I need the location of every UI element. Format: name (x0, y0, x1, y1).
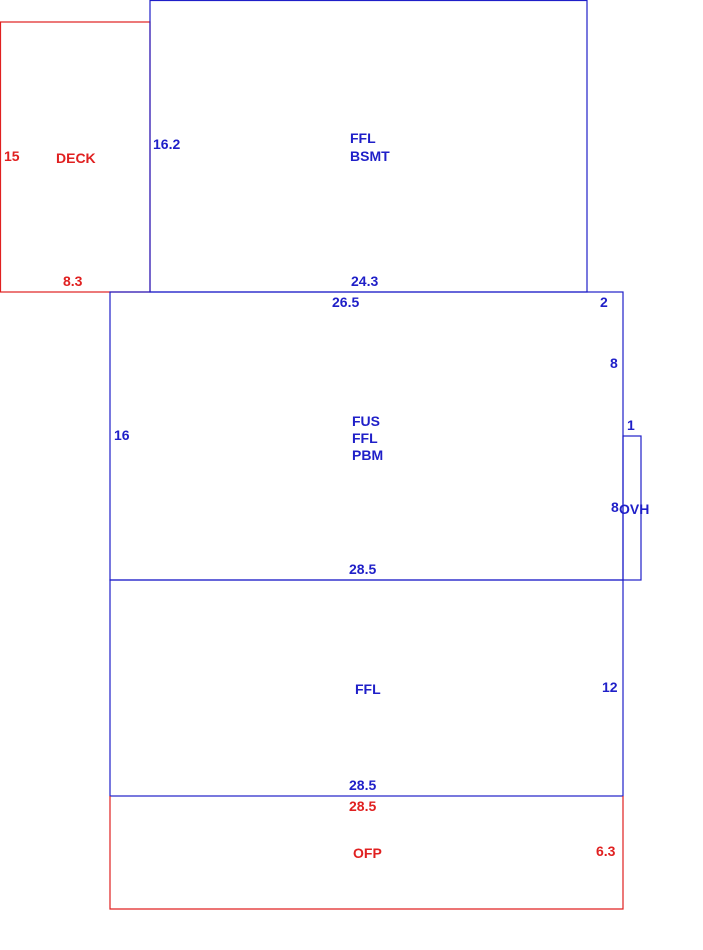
deck-bottom-dimension: 8.3 (63, 273, 83, 289)
main-left-dimension: 16 (114, 427, 130, 443)
overhang-outline (622, 435, 642, 581)
porch-outline (109, 796, 624, 910)
lower-label: FFL (355, 681, 381, 697)
overhang-label: OVH (619, 501, 649, 517)
main-label-line1: FUS (352, 413, 380, 429)
main-top-right-dimension: 2 (600, 294, 608, 310)
main-label-line3: PBM (352, 447, 383, 463)
overhang-side-dimension: 8 (611, 499, 619, 515)
basement-label-line1: FFL (350, 130, 376, 146)
main-top-dimension: 26.5 (332, 294, 359, 310)
main-label-line2: FFL (352, 430, 378, 446)
basement-bottom-dimension: 24.3 (351, 273, 378, 289)
main-bottom-dimension: 28.5 (349, 561, 376, 577)
deck-side-dimension: 15 (4, 148, 20, 164)
main-right-dimension: 8 (610, 355, 618, 371)
basement-label-line2: BSMT (350, 148, 390, 164)
lower-floor-outline (109, 579, 624, 797)
deck-label: DECK (56, 150, 96, 166)
lower-bottom-dimension: 28.5 (349, 777, 376, 793)
basement-outline (149, 0, 588, 293)
lower-right-dimension: 12 (602, 679, 618, 695)
basement-left-dimension: 16.2 (153, 136, 180, 152)
porch-top-dimension: 28.5 (349, 798, 376, 814)
overhang-top-dimension: 1 (627, 417, 635, 433)
porch-right-dimension: 6.3 (596, 843, 616, 859)
porch-label: OFP (353, 845, 382, 861)
